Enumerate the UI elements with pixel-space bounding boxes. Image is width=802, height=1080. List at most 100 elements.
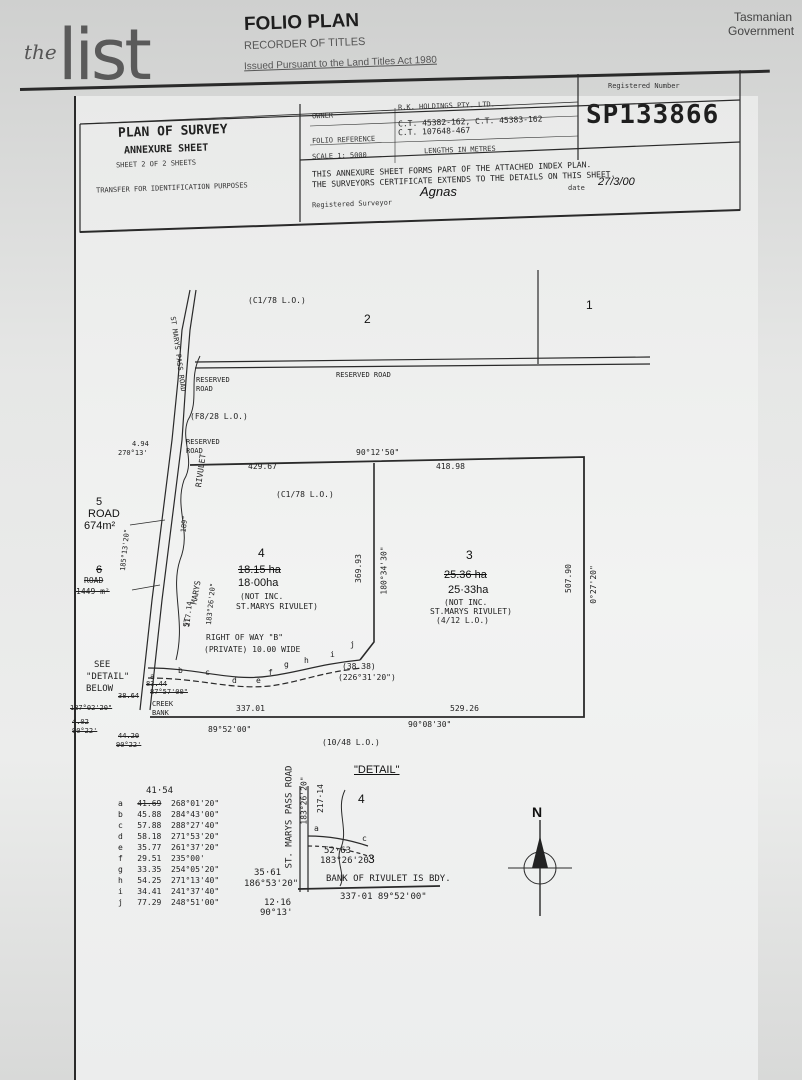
chain-e: e — [256, 676, 261, 685]
lot-6-area: 1449 m² — [76, 587, 110, 596]
detail-bottom-dim: 337·01 89°52'00" — [340, 892, 427, 902]
reserved-road-label1b: ROAD — [196, 385, 213, 393]
lot-5-number: 5 — [96, 496, 103, 508]
reserved-road-label2b: ROAD — [186, 447, 203, 455]
lot6-leader — [131, 584, 161, 591]
table-row: i 34.41 241°37'40" — [118, 887, 220, 896]
ref-c178-top: (C1/78 L.O.) — [248, 296, 306, 305]
right-of-way-line1 — [147, 659, 361, 679]
brg-226: (226°31'20") — [338, 673, 396, 682]
see-detail-see: SEE — [94, 660, 111, 670]
dim-4-94: 4.94 — [132, 440, 149, 448]
detail-brg: 183°26'20" — [299, 776, 309, 825]
detail-dim-52-63: 52·63 — [324, 846, 352, 856]
chain-g: g — [284, 660, 289, 669]
lot5-leader — [129, 519, 166, 526]
lot-4-not-inc: (NOT INC. — [240, 592, 284, 601]
see-detail-below: BELOW — [86, 684, 114, 694]
road-line-east — [149, 289, 197, 711]
detail-rivulet — [338, 789, 346, 887]
title-block-frame — [79, 70, 741, 233]
table-row: d 58.18 271°53'20" — [118, 832, 220, 841]
table-row: b 45.88 284°43'00" — [118, 810, 220, 819]
detail-row-line2 — [307, 845, 369, 857]
lot-boundary-outer — [150, 456, 585, 718]
dim-337-01: 337.01 — [236, 704, 265, 713]
detail-brg-186: 186°53'20" — [244, 879, 299, 889]
detail-row-line1 — [307, 835, 369, 847]
lot-6-number: 6 — [96, 564, 103, 576]
lot-4-old-area: 18.15 ha — [238, 564, 281, 576]
chain-f: f — [268, 668, 273, 677]
surveyor-signature: Agnas — [420, 184, 457, 199]
lot-4-rivulet: ST.MARYS RIVULET) — [236, 602, 318, 611]
reg-number-label: Registered Number — [608, 82, 680, 90]
reserved-road-line2 — [194, 363, 651, 369]
dim-529-26: 529.26 — [450, 704, 479, 713]
lot4-lot3-boundary — [359, 463, 375, 661]
lot-3-not-inc: (NOT INC. — [444, 598, 488, 607]
see-detail-detail: "DETAIL" — [86, 672, 130, 682]
table-row: c 57.88 288°27'40" — [118, 821, 220, 830]
rivulet-line — [175, 355, 201, 661]
lot-2-number: 2 — [364, 312, 371, 326]
bank-label: BANK — [152, 709, 169, 717]
chain-c: c — [205, 668, 210, 677]
lot-5-road: ROAD — [88, 508, 120, 520]
lot-6-road: ROAD — [84, 576, 104, 585]
brg-90-08: 90°08'30" — [408, 720, 452, 729]
detail-brg-183: 183°26'20" — [320, 856, 375, 866]
lot-3-rivulet: ST.MARYS RIVULET) — [430, 607, 512, 616]
dim-83-44: 83.44 — [146, 680, 168, 688]
ref-f828: (F8/28 L.O.) — [190, 412, 248, 421]
brg-187-02: 187°02'20" — [70, 704, 113, 712]
lot-4-area: 18·00ha — [238, 577, 279, 589]
chain-j: j — [350, 640, 355, 649]
right-of-way-label: RIGHT OF WAY "B" — [206, 633, 284, 642]
brg-89-52: 89°52'00" — [208, 725, 252, 734]
lot-3-old-area: 25.36 ha — [444, 569, 487, 581]
detail-dim-35-61: 35·61 — [254, 868, 282, 878]
chain-i: i — [330, 650, 335, 659]
lot-4-number: 4 — [258, 546, 265, 560]
detail-lot-3: 3 — [368, 852, 375, 866]
title-block-row1 — [309, 115, 579, 127]
north-arrow-head — [532, 836, 548, 868]
table-row: h 54.25 271°13'40" — [118, 876, 220, 885]
title-block-row2 — [309, 135, 579, 146]
lot-3-number: 3 — [466, 548, 473, 562]
title-block-bottom — [79, 209, 741, 233]
ref-c178-lot4: (C1/78 L.O.) — [276, 490, 334, 499]
date-label: date — [568, 184, 585, 192]
creek-label: CREEK — [152, 700, 174, 708]
ref-10-48: (10/48 L.O.) — [322, 738, 380, 747]
detail-brg-90-13: 90°13' — [260, 908, 293, 918]
dim-38-38: (38.38) — [342, 662, 376, 671]
lot-1-number: 1 — [586, 298, 593, 312]
table-row: j 77.29 248°51'00" — [118, 898, 220, 907]
detail-lot-4: 4 — [358, 792, 365, 806]
right-of-way-line2 — [147, 667, 363, 688]
table-row: a 41.69 268°01'20" — [118, 799, 220, 808]
brg-270: 270°13' — [118, 449, 148, 457]
right-of-way-width: (PRIVATE) 10.00 WIDE — [204, 645, 301, 654]
detail-bottom-boundary — [297, 885, 441, 890]
chain-d: d — [232, 676, 237, 685]
reserved-road-line1 — [194, 356, 651, 363]
road-line-west — [139, 289, 191, 711]
logo-list: list — [58, 14, 152, 96]
dim-38-64: 38.64 — [118, 692, 140, 700]
reserved-road-label1: RESERVED — [196, 376, 230, 384]
gov-logo-line2: Government — [728, 24, 795, 38]
logo-the: the — [24, 40, 57, 64]
title-block-top — [79, 99, 741, 125]
lot-3-ref: (4/12 L.O.) — [436, 616, 489, 625]
detail-c: c — [362, 834, 367, 843]
table-row: f 29.51 235°00' — [118, 854, 205, 863]
chain-b: b — [178, 666, 183, 675]
detail-dim-12-16: 12·16 — [264, 898, 292, 908]
dim-369-93: 369.93 — [353, 554, 363, 583]
title-block-inner-top — [79, 101, 579, 125]
brg-90-22-b: 90°22' — [116, 741, 142, 749]
brg-0-27: 0°27'20" — [588, 565, 598, 604]
